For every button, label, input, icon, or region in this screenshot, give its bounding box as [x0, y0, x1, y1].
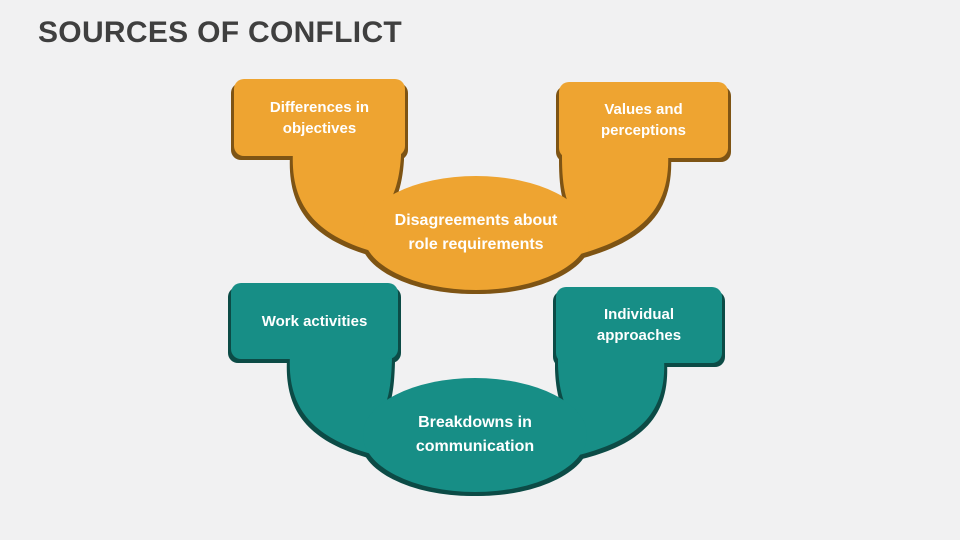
- teal-group-shape: [231, 283, 722, 492]
- orange-group-shape: [234, 79, 728, 290]
- slide-title: SOURCES OF CONFLICT: [38, 16, 403, 49]
